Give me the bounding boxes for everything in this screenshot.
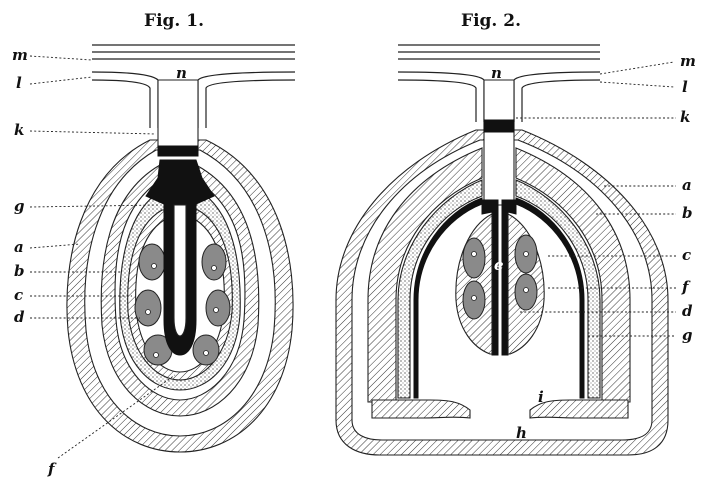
fig1-label-b: b xyxy=(14,262,25,280)
figure-1: Fig. 1. xyxy=(12,11,295,478)
fig1-label-g: g xyxy=(14,197,25,215)
fig1-label-c: c xyxy=(14,286,23,304)
fig1-label-m: m xyxy=(12,46,28,64)
fig2-label-g: g xyxy=(682,326,693,344)
fig1-neck xyxy=(158,80,198,148)
figure-2-title: Fig. 2. xyxy=(461,11,521,31)
fig2-label-n: n xyxy=(491,64,502,82)
fig1-neck-band xyxy=(158,146,198,156)
fig1-label-k: k xyxy=(14,121,24,139)
fig2-label-b: b xyxy=(682,204,693,222)
fig2-label-l: l xyxy=(682,78,688,96)
fig2-label-h: h xyxy=(516,424,527,442)
fig2-label-e: e xyxy=(494,256,504,274)
fig2-neck-band xyxy=(484,120,514,132)
fig2-fold-left xyxy=(372,400,470,418)
fig2-label-c: c xyxy=(682,246,691,264)
fig1-label-n: n xyxy=(176,64,187,82)
fig2-fold-right xyxy=(530,400,628,418)
fig2-neck xyxy=(484,80,514,205)
fig1-label-d: d xyxy=(14,308,25,326)
fig1-label-f: f xyxy=(47,460,57,478)
fig2-label-f: f xyxy=(681,278,691,296)
figure-1-title: Fig. 1. xyxy=(144,11,204,31)
fig2-label-d: d xyxy=(682,302,693,320)
fig1-label-e: e xyxy=(176,254,186,272)
fig2-label-a: a xyxy=(682,176,692,194)
fig2-label-k: k xyxy=(680,108,690,126)
fig2-label-i: i xyxy=(538,388,544,406)
figure-2: Fig. 2. xyxy=(336,11,696,455)
fig1-label-a: a xyxy=(14,238,24,256)
fig1-label-l: l xyxy=(16,74,22,92)
fig2-label-m: m xyxy=(680,52,696,70)
